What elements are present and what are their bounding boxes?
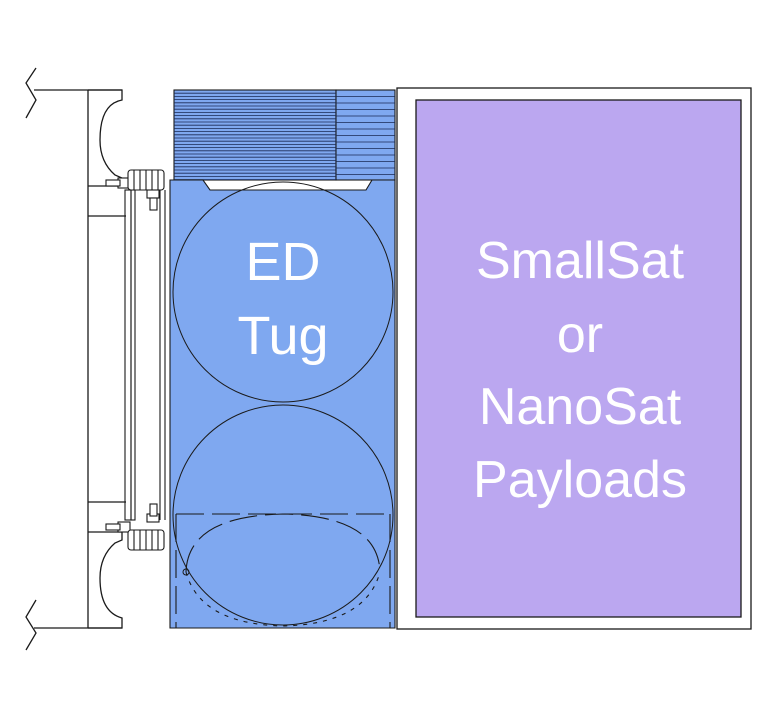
break-line-top — [25, 67, 37, 119]
lower-flange — [88, 531, 123, 629]
payload-label-line1: SmallSat — [476, 232, 685, 290]
tug-label-line1: ED — [245, 232, 320, 292]
ed-tug: ED Tug — [169, 89, 396, 629]
tug-body — [169, 179, 396, 629]
break-line-bottom — [25, 599, 37, 651]
upper-clamp-icon — [105, 169, 165, 211]
payload-label-line3: NanoSat — [479, 378, 682, 436]
payload-label-line2: or — [557, 306, 603, 364]
vehicle-wall — [25, 67, 126, 651]
separation-ring — [124, 189, 166, 521]
tug-label-line2: Tug — [237, 306, 328, 366]
spool-stripes-right — [336, 96, 395, 175]
upper-tank — [172, 181, 394, 403]
tether-spool-right — [335, 89, 396, 181]
spool-stripes-left — [174, 92, 336, 181]
tug-dashed-outline — [175, 513, 391, 629]
tug-port-icon — [182, 568, 190, 576]
upper-flange — [88, 89, 123, 187]
lower-tank — [172, 404, 394, 626]
payload-label-line4: Payloads — [473, 451, 687, 509]
payload-bay: SmallSat or NanoSat Payloads — [396, 87, 752, 630]
payload-box — [415, 99, 742, 618]
lower-clamp-icon — [105, 503, 165, 551]
